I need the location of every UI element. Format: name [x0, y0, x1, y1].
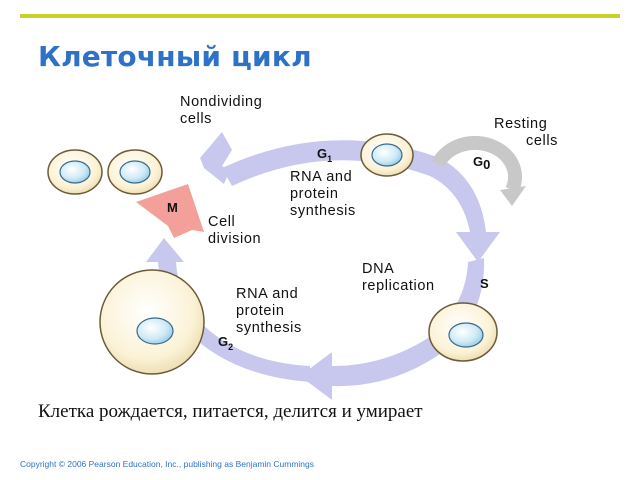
- label-rna-bot-1: RNA and: [236, 286, 298, 302]
- copyright-notice: Copyright © 2006 Pearson Education, Inc.…: [20, 459, 315, 469]
- phase-g0: G0: [473, 154, 490, 172]
- label-nondividing-2: cells: [180, 111, 212, 127]
- cell-g2: [99, 269, 205, 375]
- arc-g1-to-s: [222, 140, 500, 262]
- cell-s: [428, 302, 498, 362]
- label-dna-2: replication: [362, 278, 435, 294]
- phase-m: M: [167, 200, 178, 215]
- label-rna-bot-3: synthesis: [236, 320, 302, 336]
- label-resting-2: cells: [526, 133, 558, 149]
- cell-nondividing-left: [47, 149, 103, 195]
- label-rna-bot-2: protein: [236, 303, 285, 319]
- cell-nondividing-right: [107, 149, 163, 195]
- label-dna-1: DNA: [362, 261, 394, 277]
- label-rna-top-1: RNA and: [290, 169, 352, 185]
- arrow-to-nondividing: [200, 132, 232, 184]
- label-cell-division-1: Cell: [208, 214, 235, 230]
- label-resting-1: Resting: [494, 116, 547, 132]
- phase-g1: G1: [317, 146, 332, 164]
- slide-title: Клеточный цикл: [38, 40, 312, 73]
- label-rna-top-2: protein: [290, 186, 339, 202]
- label-cell-division-2: division: [208, 231, 261, 247]
- m-phase-arrow: [136, 184, 204, 238]
- phase-s: S: [480, 276, 489, 291]
- resting-loop: [431, 135, 526, 206]
- phase-g2: G2: [218, 334, 233, 352]
- cell-g1: [360, 133, 414, 177]
- label-rna-top-3: synthesis: [290, 203, 356, 219]
- slide-caption: Клетка рождается, питается, делится и ум…: [38, 401, 423, 422]
- top-accent-bar: [20, 14, 620, 18]
- label-nondividing-1: Nondividing: [180, 94, 262, 110]
